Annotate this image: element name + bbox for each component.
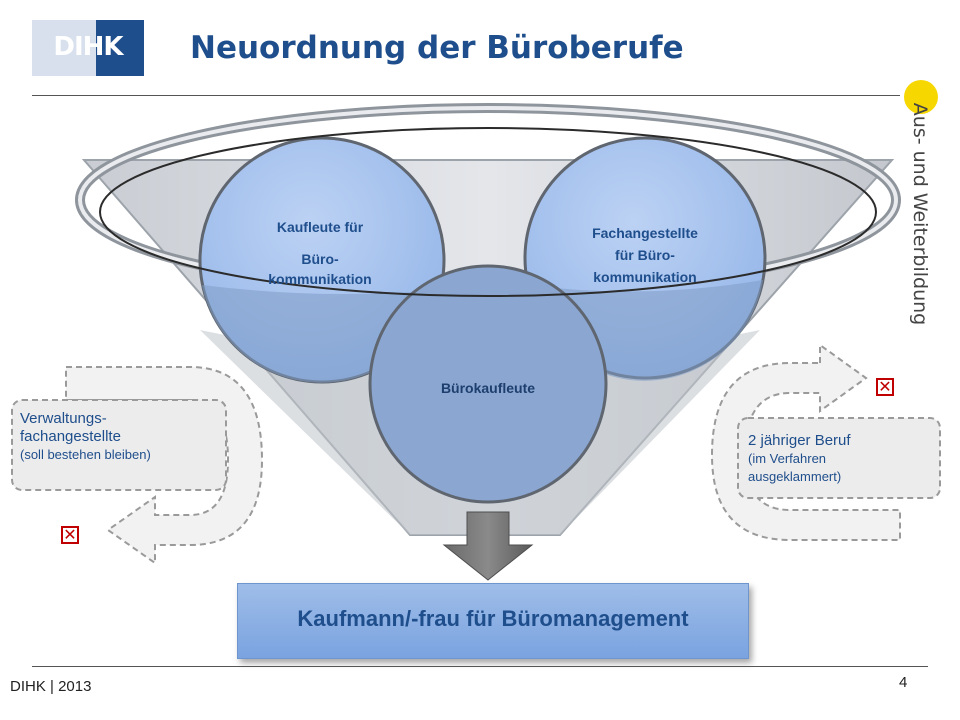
dihk-logo: DIHK bbox=[32, 20, 144, 76]
right-dashed-arrow bbox=[710, 343, 901, 541]
result-box: Kaufmann/-frau für Büromanagement bbox=[237, 583, 749, 659]
down-arrow-icon bbox=[442, 511, 534, 581]
fachangestellte-line1: Fachangestellte bbox=[592, 225, 698, 241]
right-note-line1: 2 jähriger Beruf bbox=[748, 432, 851, 449]
page-title: Neuordnung der Büroberufe bbox=[190, 30, 684, 66]
logo-text: DIHK bbox=[53, 32, 123, 62]
kaufleute-line2: Büro- bbox=[301, 251, 339, 267]
x-box-icon: ✕ bbox=[61, 526, 79, 544]
right-note-box bbox=[737, 417, 941, 499]
kaufleute-line3: kommunikation bbox=[268, 271, 372, 287]
kaufleute-line1: Kaufleute für bbox=[276, 219, 364, 235]
buerokaufleute-label: Bürokaufleute bbox=[440, 380, 536, 396]
fachangestellte-label: Fachangestellte für Büro- kommunikation bbox=[550, 222, 740, 288]
page-number: 4 bbox=[899, 674, 908, 691]
logo-block bbox=[96, 20, 144, 76]
right-note: 2 jähriger Beruf (im Verfahren ausgeklam… bbox=[748, 432, 938, 486]
header-divider bbox=[32, 95, 900, 96]
kaufleute-label: Kaufleute für Büro- kommunikation bbox=[230, 217, 410, 289]
x-box-icon: ✕ bbox=[876, 378, 894, 396]
fachangestellte-line3: kommunikation bbox=[593, 269, 697, 285]
footer-divider bbox=[32, 666, 928, 667]
left-dashed-arrow bbox=[65, 366, 264, 565]
footer-source: DIHK | 2013 bbox=[10, 678, 92, 695]
left-note: Verwaltungs- fachangestellte (soll beste… bbox=[20, 410, 225, 464]
result-label: Kaufmann/-frau für Büromanagement bbox=[297, 606, 689, 631]
left-note-line3: (soll bestehen bleiben) bbox=[20, 447, 151, 462]
circle-buerokaufleute bbox=[368, 264, 608, 504]
funnel-rim-inner bbox=[99, 127, 877, 297]
left-note-box bbox=[11, 399, 227, 491]
fachangestellte-line2: für Büro- bbox=[615, 247, 675, 263]
yellow-dot-icon bbox=[904, 80, 938, 114]
left-note-line1: Verwaltungs- bbox=[20, 410, 107, 427]
left-note-line2: fachangestellte bbox=[20, 428, 121, 445]
right-note-line3: ausgeklammert) bbox=[748, 469, 842, 484]
right-note-line2: (im Verfahren bbox=[748, 451, 827, 466]
